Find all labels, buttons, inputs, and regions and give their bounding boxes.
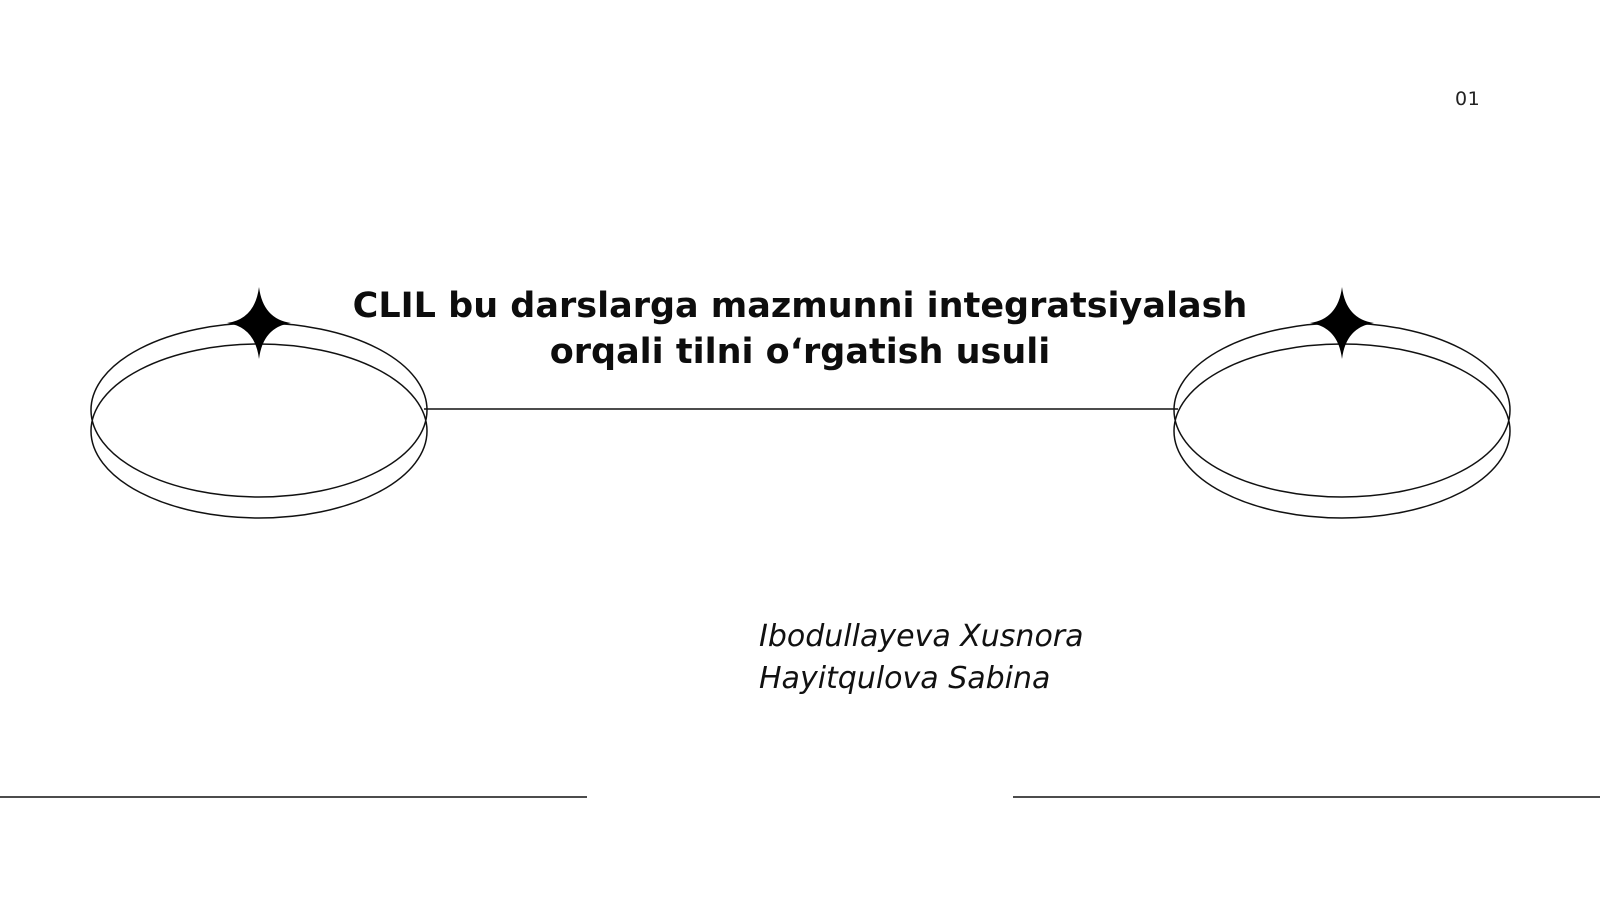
slide-title: CLIL bu darslarga mazmunni integratsiyal… xyxy=(340,283,1260,375)
author-name: Hayitqulova Sabina xyxy=(759,661,1051,696)
authors: Ibodullayeva Xusnora Hayitqulova Sabina xyxy=(759,616,1084,700)
left-star-icon xyxy=(227,287,291,359)
right-star-icon xyxy=(1310,287,1374,359)
author-name: Ibodullayeva Xusnora xyxy=(759,619,1084,654)
page-number: 01 xyxy=(1455,88,1481,110)
title-line-2: orqali tilni o‘rgatish usuli xyxy=(549,332,1051,372)
title-line-1: CLIL bu darslarga mazmunni integratsiyal… xyxy=(352,286,1248,326)
